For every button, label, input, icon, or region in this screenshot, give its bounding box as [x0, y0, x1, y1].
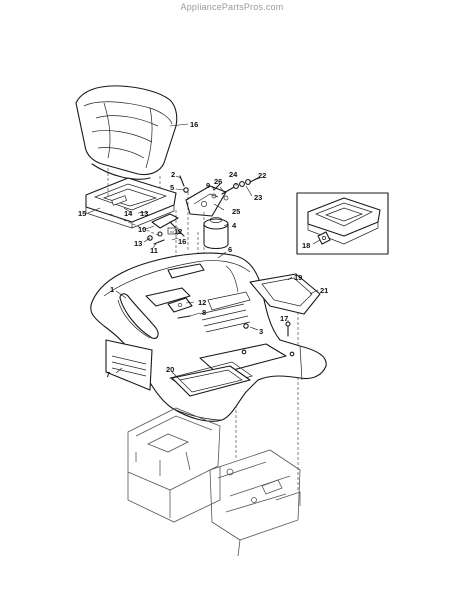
- callout-21: 21: [320, 286, 328, 295]
- switch-parts[interactable]: [147, 213, 185, 245]
- callout-12b: 12: [198, 298, 206, 307]
- fender-hardware[interactable]: [167, 297, 295, 357]
- callout-23: 23: [254, 193, 262, 202]
- inset-box: [296, 192, 389, 255]
- callout-11: 11: [150, 246, 158, 255]
- callout-16a: 16: [190, 120, 198, 129]
- callout-20: 20: [166, 365, 174, 374]
- callout-25: 25: [232, 207, 240, 216]
- callout-14: 14: [124, 209, 133, 218]
- callouts: 16 2 5 9 26 24 22 23 25 4 15 14 13 10 12…: [78, 120, 328, 379]
- fuel-tank-part[interactable]: [203, 217, 229, 250]
- callout-16b: 16: [178, 237, 186, 246]
- callout-24: 24: [229, 170, 238, 179]
- callout-5: 5: [170, 183, 174, 192]
- seat-plate-part[interactable]: [85, 177, 177, 229]
- callout-6: 6: [228, 245, 232, 254]
- callout-22: 22: [258, 171, 266, 180]
- callout-13a: 13: [140, 209, 148, 218]
- right-pad-part[interactable]: [249, 273, 321, 315]
- leader-lines: [87, 123, 321, 381]
- floor-mat-part[interactable]: [171, 365, 251, 397]
- left-footpad-part[interactable]: [105, 339, 153, 391]
- callout-10: 10: [138, 225, 146, 234]
- callout-17: 17: [280, 314, 288, 323]
- frame-part: [127, 407, 301, 557]
- callout-3: 3: [259, 327, 263, 336]
- callout-12a: 12: [174, 227, 182, 236]
- callout-13b: 13: [134, 239, 142, 248]
- callout-7: 7: [106, 370, 110, 379]
- seat-part[interactable]: [75, 85, 178, 180]
- watermark-text: AppliancePartsPros.com: [180, 2, 284, 12]
- callout-4: 4: [232, 221, 237, 230]
- callout-8: 8: [202, 308, 206, 317]
- callout-19: 19: [294, 273, 302, 282]
- callout-1: 1: [110, 285, 114, 294]
- callout-18: 18: [302, 241, 310, 250]
- callout-9: 9: [206, 181, 210, 190]
- callout-2: 2: [171, 170, 175, 179]
- callout-26: 26: [214, 177, 222, 186]
- callout-15: 15: [78, 209, 86, 218]
